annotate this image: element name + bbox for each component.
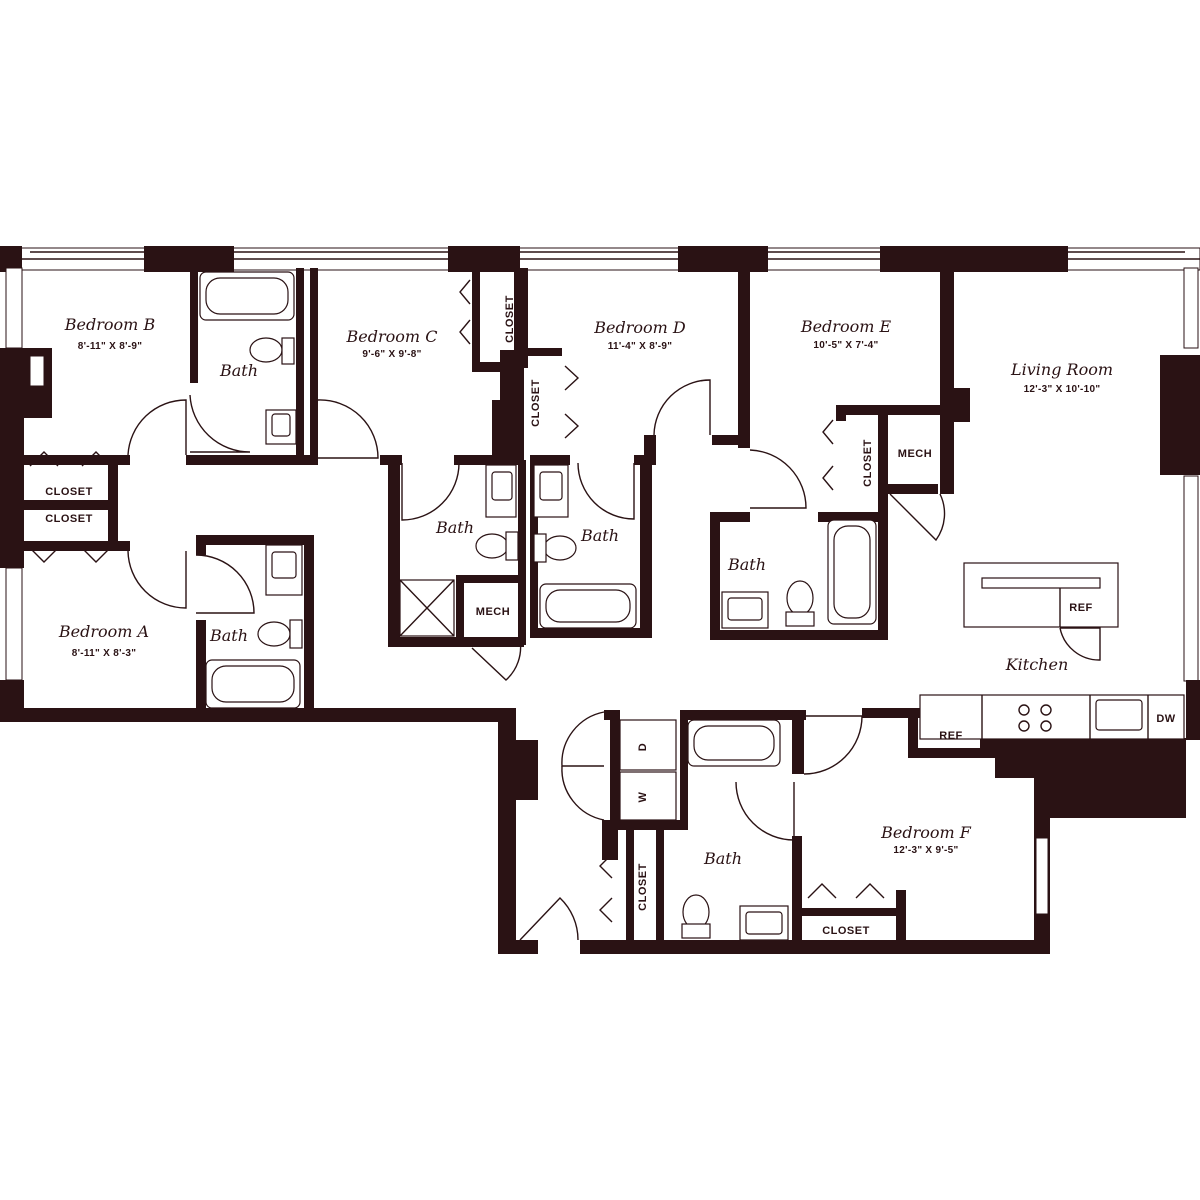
ref-counter-label: REF (939, 730, 963, 742)
closet-c-label: CLOSET (504, 295, 516, 343)
closet-b-label: CLOSET (45, 486, 93, 498)
bedroom-c-dims: 9'-6" X 9'-8" (362, 349, 421, 360)
kitchen-name: Kitchen (1005, 655, 1069, 674)
bath-b-label: Bath (219, 361, 258, 380)
dryer-label: D (637, 743, 649, 751)
bedroom-b-dims: 8'-11" X 8'-9" (78, 341, 143, 352)
exterior-walls (0, 246, 1200, 954)
bedroom-c-name: Bedroom C (346, 327, 438, 346)
kitchen-fixtures (619, 562, 1185, 821)
bedroom-a-name: Bedroom A (58, 622, 149, 641)
bath-a-label: Bath (209, 626, 248, 645)
doors (127, 379, 1101, 941)
living-room-name: Living Room (1010, 360, 1113, 379)
living-room-dims: 12'-3" X 10'-10" (1024, 384, 1101, 395)
tags: CLOSET CLOSET CLOSET CLOSET CLOSET CLOSE… (45, 295, 1175, 937)
bedroom-a-dims: 8'-11" X 8'-3" (72, 648, 137, 659)
bath-f-label: Bath (703, 849, 742, 868)
closet-e-label: CLOSET (862, 439, 874, 487)
washer-label: W (637, 791, 649, 802)
bath-fixtures (199, 271, 877, 941)
mech-c-label: MECH (476, 606, 510, 618)
dw-label: DW (1156, 713, 1175, 725)
bedroom-f-dims: 12'-3" X 9'-5" (893, 845, 958, 856)
bedroom-e-dims: 10'-5" X 7'-4" (813, 340, 878, 351)
closet-a-label: CLOSET (45, 513, 93, 525)
bedroom-d-dims: 11'-4" X 8'-9" (608, 341, 673, 352)
bifold-doors (29, 279, 885, 923)
bedroom-b-name: Bedroom B (64, 315, 156, 334)
closet-hall-label: CLOSET (637, 863, 649, 911)
bath-e-label: Bath (727, 555, 766, 574)
bedroom-e-name: Bedroom E (800, 317, 892, 336)
room-labels: Bedroom B 8'-11" X 8'-9" Bedroom C 9'-6"… (58, 315, 1113, 868)
closet-f-label: CLOSET (822, 925, 870, 937)
bedroom-d-name: Bedroom D (593, 318, 686, 337)
bath-c-label: Bath (435, 518, 474, 537)
bedroom-f-name: Bedroom F (880, 823, 972, 842)
closet-d-label: CLOSET (530, 379, 542, 427)
bath-d-label: Bath (580, 526, 619, 545)
mech-e-label: MECH (898, 448, 932, 460)
ref-island-label: REF (1069, 602, 1093, 614)
